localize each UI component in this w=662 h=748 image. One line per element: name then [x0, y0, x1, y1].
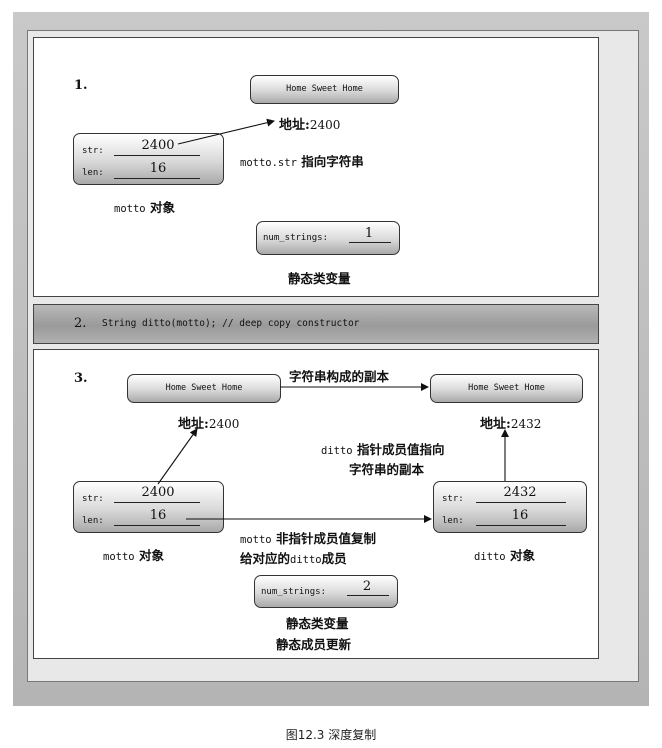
- step-number: 3.: [74, 371, 88, 386]
- points-to-string-label: motto.str 指向字符串: [240, 154, 364, 169]
- str-value: 2400: [141, 485, 175, 500]
- step-number: 2.: [74, 316, 87, 331]
- num-strings-value: 1: [364, 226, 374, 241]
- len-underline: [476, 525, 566, 526]
- len-underline: [114, 178, 200, 179]
- motto-str-to-address-arrow: [157, 428, 198, 485]
- str-label: str:: [82, 146, 104, 156]
- ditto-pointer-note-line-1: ditto 指针成员值指向: [321, 442, 445, 457]
- num-strings-underline: [349, 242, 391, 243]
- original-string-box: Home Sweet Home: [127, 374, 281, 403]
- len-value: 16: [149, 161, 167, 176]
- str-underline: [114, 155, 200, 156]
- non-pointer-copy-note-line-2: 给对应的ditto成员: [240, 551, 347, 566]
- str-to-address-arrow: [177, 118, 275, 145]
- motto-object-label: motto 对象: [114, 200, 175, 215]
- static-variable-label: 静态类变量: [288, 271, 351, 286]
- copied-string-box: Home Sweet Home: [430, 374, 583, 403]
- address-label: 地址:2400: [279, 118, 341, 133]
- static-variable-label: 静态类变量: [286, 616, 349, 631]
- step-2-bar: 2. String ditto(motto); // deep copy con…: [33, 304, 599, 344]
- copied-address-label: 地址:2432: [480, 417, 542, 432]
- str-value: 2432: [503, 485, 537, 500]
- motto-object-label: motto 对象: [103, 548, 164, 563]
- original-address-label: 地址:2400: [178, 417, 240, 432]
- len-value: 16: [511, 508, 529, 523]
- str-underline: [476, 502, 566, 503]
- len-label: len:: [82, 516, 104, 526]
- str-label: str:: [82, 494, 104, 504]
- str-value: 2400: [141, 138, 175, 153]
- num-strings-underline: [347, 595, 389, 596]
- string-text: Home Sweet Home: [468, 383, 545, 393]
- num-strings-box: num_strings: 2: [254, 575, 398, 608]
- static-member-updated-label: 静态成员更新: [276, 637, 352, 652]
- motto-object-box: str: 2400 len: 16: [73, 481, 224, 533]
- step-number: 1.: [74, 78, 88, 93]
- num-strings-label: num_strings:: [261, 587, 327, 597]
- len-underline: [114, 525, 200, 526]
- non-pointer-copy-note-line-1: motto 非指针成员值复制: [240, 531, 376, 546]
- figure-caption: 图12.3 深度复制: [285, 728, 377, 742]
- len-label: len:: [82, 168, 104, 178]
- string-text: Home Sweet Home: [165, 383, 243, 393]
- num-strings-box: num_strings: 1: [256, 221, 400, 255]
- len-value: 16: [149, 508, 167, 523]
- num-strings-value: 2: [362, 579, 372, 594]
- str-label: str:: [442, 494, 464, 504]
- ditto-object-label: ditto 对象: [474, 548, 535, 563]
- len-label: len:: [442, 516, 464, 526]
- motto-object-box: str: 2400 len: 16: [73, 133, 224, 185]
- ditto-object-box: str: 2432 len: 16: [433, 481, 587, 533]
- copy-constructor-code: String ditto(motto); // deep copy constr…: [102, 318, 360, 329]
- string-copy-label: 字符串构成的副本: [289, 369, 390, 384]
- ditto-pointer-note-line-2: 字符串的副本: [349, 462, 425, 477]
- num-strings-label: num_strings:: [263, 233, 329, 243]
- string-text: Home Sweet Home: [286, 84, 363, 94]
- str-underline: [114, 502, 200, 503]
- string-box: Home Sweet Home: [250, 75, 399, 104]
